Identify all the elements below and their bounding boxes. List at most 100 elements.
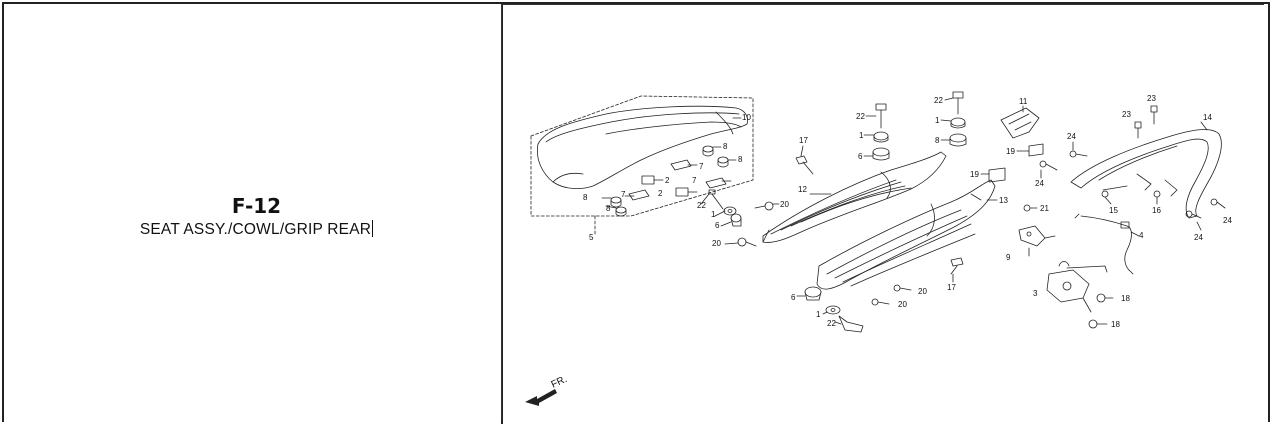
front-direction-arrow: [525, 389, 557, 406]
rear-cowl-left: [762, 151, 947, 243]
bolt-24-d: [1185, 210, 1202, 219]
callout-label: 24: [1194, 233, 1203, 242]
callout-label: 22: [827, 319, 836, 328]
callout-label: 16: [1152, 206, 1161, 215]
callout-label: 20: [898, 300, 907, 309]
callout-label: 4: [1139, 231, 1144, 240]
collar-6-left: [730, 213, 742, 227]
callout-label: 15: [1109, 206, 1118, 215]
callout-label: 10: [742, 113, 751, 122]
hook-7a: [670, 159, 692, 171]
text-cursor: [372, 220, 374, 237]
seat-latch-cable: [1074, 213, 1134, 275]
callout-label: 1: [816, 310, 821, 319]
bolt-18-b: [1088, 319, 1108, 329]
callout-label: 22: [934, 96, 943, 105]
callout-label: 2: [665, 176, 670, 185]
bolt-22-left: [708, 189, 724, 210]
diagram-frame: [501, 4, 1264, 420]
bolt-18-a: [1096, 293, 1114, 303]
bolt-21: [1023, 204, 1038, 212]
callout-label: 24: [1067, 132, 1076, 141]
seat-part: [536, 105, 748, 190]
seat-assembly-bracket: [530, 95, 754, 217]
hook-7b: [628, 189, 650, 201]
callout-label: 20: [780, 200, 789, 209]
callout-label: 3: [1033, 289, 1038, 298]
callout-label: 5: [589, 233, 594, 242]
bolt-24-b: [1039, 160, 1058, 171]
bolt-17-top: [795, 155, 814, 175]
collar-6-bottom: [804, 286, 822, 301]
exploded-parts-diagram: 10 8 8 7 7 7 2 2 8 8 5 22 1 6 20 20 17 1…: [525, 91, 1232, 406]
callout-labels: 10 8 8 7 7 7 2 2 8 8 5 22 1 6 20 20 17 1…: [583, 94, 1232, 329]
bolt-22-bottom: [838, 315, 864, 333]
parts-diagram-panel: 10 8 8 7 7 7 2 2 8 8 5 22 1 6 20 20 17 1…: [501, 4, 1266, 422]
callout-label: 8: [738, 155, 743, 164]
callout-label: 7: [692, 176, 697, 185]
screw-20-b: [737, 237, 757, 247]
tail-cover-11: [1000, 107, 1040, 139]
bolt-17-bottom: [950, 257, 964, 275]
bolt-22-center-b: [952, 91, 964, 115]
callout-label: 8: [606, 204, 611, 213]
bracket-19b: [988, 167, 1006, 183]
callout-label: 6: [791, 293, 796, 302]
screw-20-c: [893, 284, 912, 292]
callout-label: 17: [947, 283, 956, 292]
callout-label: 23: [1122, 110, 1131, 119]
callout-label: 9: [1006, 253, 1011, 262]
callout-label: 22: [856, 112, 865, 121]
callout-label: 21: [1040, 204, 1049, 213]
callout-label: 22: [697, 201, 706, 210]
callout-label: 1: [859, 131, 864, 140]
callout-label: 19: [1006, 147, 1015, 156]
bolt-23-a: [1134, 121, 1142, 139]
collar-6-center-a: [872, 147, 890, 161]
callout-label: 20: [918, 287, 927, 296]
callout-label: 7: [621, 190, 626, 199]
grip-rear: [1070, 129, 1222, 219]
bolt-15: [1101, 190, 1112, 205]
latch-3: [1046, 261, 1108, 313]
callout-label: 8: [935, 136, 940, 145]
screw-20-a: [754, 201, 774, 211]
bracket-19a: [1028, 143, 1044, 157]
grommet-1-left: [723, 206, 737, 216]
callout-label: 24: [1035, 179, 1044, 188]
callout-label: 19: [970, 170, 979, 179]
title-panel: F-12 SEAT ASSY./COWL/GRIP REAR: [4, 4, 501, 424]
bolt-23-b: [1150, 105, 1158, 125]
callout-label: 8: [723, 142, 728, 151]
bolt-16: [1153, 190, 1161, 205]
callout-label: 23: [1147, 94, 1156, 103]
figure-title-text: SEAT ASSY./COWL/GRIP REAR: [139, 221, 372, 238]
screw-20-d: [871, 298, 890, 306]
callout-label: 6: [715, 221, 720, 230]
collar-8-center: [949, 133, 967, 147]
grommet-1-bottom: [825, 305, 841, 315]
bolt-24-c: [1210, 198, 1226, 209]
callout-label: 7: [699, 162, 704, 171]
callout-label: 11: [1019, 97, 1028, 106]
callout-label: 1: [935, 116, 940, 125]
callout-label: 1: [711, 210, 716, 219]
callout-label: 13: [999, 196, 1008, 205]
latch-9: [1018, 225, 1056, 247]
callout-label: 17: [799, 136, 808, 145]
callout-label: 6: [858, 152, 863, 161]
callout-label: 14: [1203, 113, 1212, 122]
callout-label: 24: [1223, 216, 1232, 225]
bolt-22-center-a: [875, 103, 887, 129]
callout-label: 18: [1111, 320, 1120, 329]
callout-label: 2: [658, 189, 663, 198]
callout-label: 12: [798, 185, 807, 194]
rear-cowl-right: [816, 179, 996, 290]
bolt-24-a: [1069, 150, 1088, 158]
panel-divider: [501, 4, 503, 424]
callout-label: 20: [712, 239, 721, 248]
callout-label: 18: [1121, 294, 1130, 303]
hook-7c: [705, 177, 727, 189]
figure-title: SEAT ASSY./COWL/GRIP REAR: [4, 220, 509, 239]
